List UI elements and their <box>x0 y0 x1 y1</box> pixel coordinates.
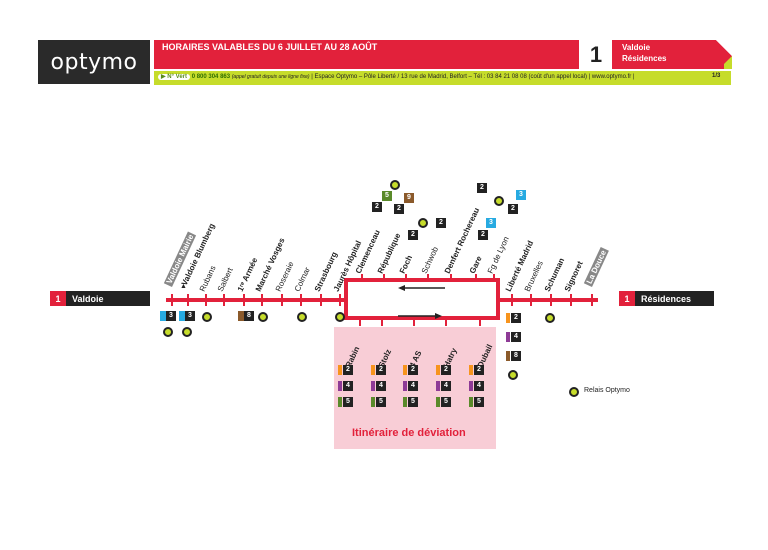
schedule-validity-title: HORAIRES VALABLES DU 6 JUILLET AU 28 AOÛ… <box>162 42 378 52</box>
detour-badge-line-5: 5 <box>376 397 386 407</box>
detour-badge-line-2: 2 <box>441 365 451 375</box>
line-color-strip <box>371 397 375 407</box>
detour-badge-line-2: 2 <box>376 365 386 375</box>
line-color-strip <box>436 381 440 391</box>
detour-badge-line-5: 5 <box>474 397 484 407</box>
contact-details: | Espace Optymo – Pôle Liberté / 13 rue … <box>311 74 635 80</box>
vert-note: (appel gratuit depuis une ligne fixe) <box>231 74 310 80</box>
legend-relay-label: Relais Optymo <box>584 387 630 394</box>
line-color-strip <box>506 351 510 361</box>
relay-optymo-icon <box>182 327 192 337</box>
phone-icon-label: ▶ N° Vert <box>158 74 191 80</box>
destination-line-badge: 1 <box>619 291 635 306</box>
destination-2: Résidences <box>622 54 667 63</box>
connection-badge-line-3: 3 <box>516 190 526 200</box>
connection-badge-line-8: 8 <box>244 311 254 321</box>
destination-1: Valdoie <box>622 43 651 52</box>
relay-optymo-icon <box>335 312 345 322</box>
detour-badge-line-2: 2 <box>408 365 418 375</box>
origin-line-badge: 1 <box>50 291 66 306</box>
line-color-strip <box>403 397 407 407</box>
relay-optymo-icon <box>545 313 555 323</box>
optymo-logo: optymo <box>38 40 150 84</box>
line-color-strip <box>469 397 473 407</box>
detour-badge-line-4: 4 <box>376 381 386 391</box>
connection-badge-line-2: 2 <box>508 204 518 214</box>
line-number-badge: 1 <box>582 40 610 69</box>
line-color-strip <box>506 313 510 323</box>
connection-badge-line-8 <box>238 311 248 321</box>
detour-badge-line-5: 5 <box>343 397 353 407</box>
relay-optymo-icon <box>163 327 173 337</box>
connection-badge-line-2: 2 <box>436 218 446 228</box>
destination-terminal: 1 Résidences <box>619 291 714 306</box>
connection-badge-line-9: 9 <box>404 193 414 203</box>
relay-optymo-icon <box>297 312 307 322</box>
detour-badge-line-4: 4 <box>474 381 484 391</box>
destination-name: Résidences <box>641 293 692 304</box>
relay-optymo-icon <box>390 180 400 190</box>
line-color-strip <box>371 365 375 375</box>
connection-badge-line-2: 2 <box>372 202 382 212</box>
detour-badge-line-5: 5 <box>441 397 451 407</box>
connection-badge-line-2: 2 <box>478 230 488 240</box>
connection-badge-line-2: 2 <box>477 183 487 193</box>
line-color-strip <box>506 332 510 342</box>
loop-arrow-east-head <box>435 313 442 319</box>
loop-arrow-west-head <box>398 285 405 291</box>
contact-band <box>154 71 731 85</box>
line-color-strip <box>371 381 375 391</box>
detour-badge-line-2: 2 <box>474 365 484 375</box>
relay-optymo-icon <box>418 218 428 228</box>
relay-optymo-icon <box>508 370 518 380</box>
destination-band <box>612 40 716 69</box>
connection-badge-line-8: 8 <box>511 351 521 361</box>
connection-badge-line-3: 3 <box>185 311 195 321</box>
header-corner <box>712 40 732 69</box>
connection-badge-line-2: 2 <box>511 313 521 323</box>
line-color-strip <box>338 365 342 375</box>
contact-info: ▶ N° Vert 0 800 304 863 (appel gratuit d… <box>158 73 634 80</box>
connection-badge-line-3 <box>160 311 170 321</box>
line-color-strip <box>403 381 407 391</box>
line-destinations: Valdoie Résidences <box>622 42 666 64</box>
origin-terminal: 1 Valdoie <box>50 291 150 306</box>
detour-badge-line-4: 4 <box>441 381 451 391</box>
line-color-strip <box>469 365 473 375</box>
current-stop-marker-icon: ▲ <box>180 283 187 290</box>
line-color-strip <box>403 365 407 375</box>
relay-optymo-icon <box>569 387 579 397</box>
connection-badge-line-2: 2 <box>408 230 418 240</box>
page-number: 1/3 <box>712 73 721 79</box>
line-color-strip <box>436 365 440 375</box>
detour-badge-line-5: 5 <box>408 397 418 407</box>
vert-number[interactable]: 0 800 304 863 <box>191 74 231 80</box>
detour-badge-line-4: 4 <box>343 381 353 391</box>
header-band <box>154 40 579 69</box>
connection-badge-line-4: 4 <box>511 332 521 342</box>
city-loop <box>344 278 500 320</box>
connection-badge-line-3 <box>179 311 189 321</box>
detour-title: Itinéraire de déviation <box>352 427 466 439</box>
connection-badge-line-2: 2 <box>394 204 404 214</box>
origin-name: Valdoie <box>72 293 104 304</box>
vert-label: N° Vert <box>167 74 188 80</box>
stop-ticks <box>171 274 593 326</box>
detour-badge-line-2: 2 <box>343 365 353 375</box>
relay-optymo-icon <box>202 312 212 322</box>
connection-badge-line-3: 3 <box>166 311 176 321</box>
line-color-strip <box>338 381 342 391</box>
line-color-strip <box>338 397 342 407</box>
connection-badge-line-5: 5 <box>382 191 392 201</box>
relay-optymo-icon <box>494 196 504 206</box>
line-color-strip <box>436 397 440 407</box>
line-color-strip <box>469 381 473 391</box>
connection-badge-line-3: 3 <box>486 218 496 228</box>
relay-optymo-icon <box>258 312 268 322</box>
detour-badge-line-4: 4 <box>408 381 418 391</box>
